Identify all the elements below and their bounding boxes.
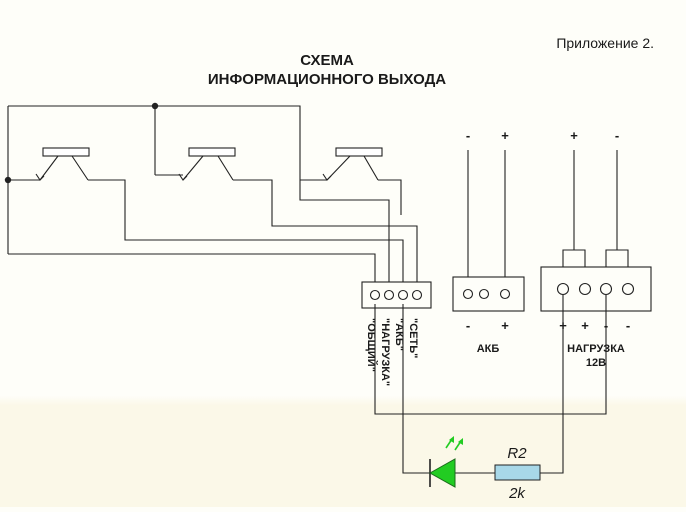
junction-dot-top (151, 102, 159, 110)
load-top-sign-plus: + (570, 128, 578, 143)
switch-3 (322, 147, 383, 181)
battery-label: АКБ (477, 343, 500, 355)
switch-1 (35, 147, 90, 181)
switch-2 (178, 147, 236, 181)
battery-top-sign-minus: - (466, 128, 470, 143)
resistor-r2 (494, 464, 541, 481)
pin-label-common: "ОБЩИЙ" (365, 318, 378, 372)
pin-label-battery: "АКБ" (393, 318, 405, 351)
title-line-2: ИНФОРМАЦИОННОГО ВЫХОДА (208, 71, 446, 88)
title-line-1: СХЕМА (300, 52, 354, 69)
battery-top-sign-plus: + (501, 128, 509, 143)
pin-label-mains: "СЕТЬ" (407, 318, 419, 358)
load-bottom-sign-4: - (626, 318, 630, 333)
resistor-name: R2 (507, 445, 527, 462)
load-label-line-1: НАГРУЗКА (567, 343, 625, 355)
load-label-line-2: 12В (586, 357, 606, 369)
battery-connector (452, 150, 525, 312)
load-connector (540, 150, 652, 312)
appendix-label: Приложение 2. (556, 35, 654, 51)
battery-bottom-sign-minus: - (466, 318, 470, 333)
resistor-value: 2k (508, 485, 526, 502)
load-bottom-sign-2: + (581, 318, 589, 333)
indicator-circuit-wiring (374, 295, 607, 474)
battery-bottom-sign-plus: + (501, 318, 509, 333)
info-connector (361, 281, 432, 309)
load-top-sign-minus: - (615, 128, 619, 143)
led-icon (428, 436, 463, 488)
junction-dot-left (4, 176, 12, 184)
pin-label-load: "НАГРУЗКА" (379, 318, 391, 386)
